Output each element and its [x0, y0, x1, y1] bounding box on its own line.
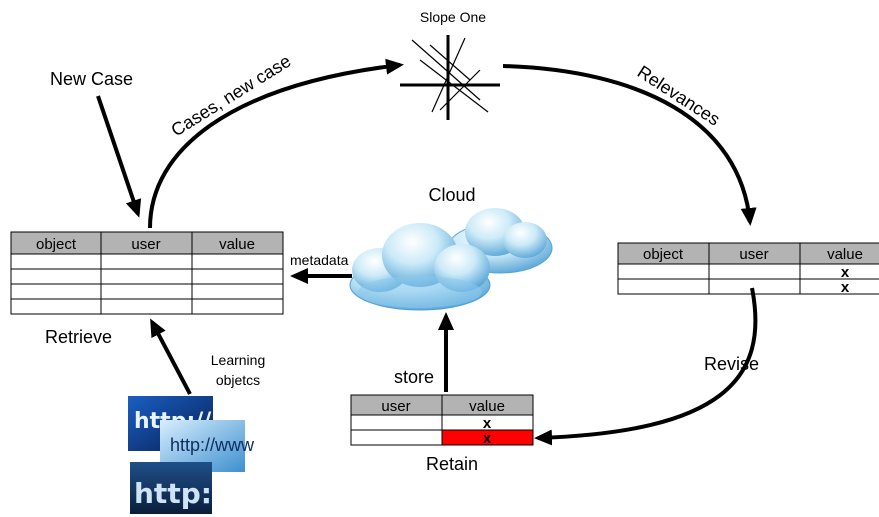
- http-thumbnail-2-text: http://www: [170, 435, 255, 455]
- table-row: [10, 268, 284, 285]
- cases-new-case-label: Cases, new case: [168, 51, 295, 141]
- new-case-arrow: [96, 95, 142, 218]
- revise-header-value: value: [827, 246, 863, 263]
- retrieve-label: Retrieve: [45, 327, 112, 347]
- retrieve-table: object user value: [10, 231, 284, 315]
- revise-cell-mark: x: [841, 279, 850, 296]
- retain-cell-mark: x: [483, 430, 492, 447]
- table-row: x: [350, 429, 534, 447]
- retrieve-header-user: user: [131, 236, 160, 253]
- retrieve-header-object: object: [36, 236, 77, 253]
- relevances-arrow: [502, 64, 757, 226]
- table-row: x: [617, 263, 879, 281]
- cases-arrow: [148, 58, 404, 229]
- table-row: [10, 283, 284, 300]
- learning-label-line1: Learning: [211, 352, 266, 368]
- table-row: [10, 298, 284, 315]
- table-row: x: [350, 414, 534, 432]
- revise-table: object user value x x: [617, 242, 879, 296]
- table-row: [10, 253, 284, 270]
- new-case-label: New Case: [50, 69, 133, 89]
- slope-one-label: Slope One: [420, 9, 486, 25]
- cloud-icon: [349, 208, 553, 311]
- retrieve-header-value: value: [219, 236, 255, 253]
- revise-arrow: [534, 287, 758, 446]
- table-row: x: [617, 278, 879, 296]
- cloud-label: Cloud: [428, 185, 475, 205]
- retain-highlight-cell: [441, 429, 534, 446]
- retain-header-value: value: [469, 398, 505, 415]
- retain-header-user: user: [381, 398, 410, 415]
- revise-header-user: user: [739, 246, 768, 263]
- revise-cell-mark: x: [841, 264, 850, 281]
- revise-header-object: object: [643, 246, 684, 263]
- revise-label: Revise: [704, 354, 759, 374]
- learning-objects-arrow: [150, 318, 192, 395]
- learning-label-line2: objetcs: [216, 372, 260, 388]
- retain-cell-mark: x: [483, 415, 492, 432]
- retain-label: Retain: [426, 454, 478, 474]
- http-thumbnail-3-text: http:: [134, 477, 212, 510]
- store-label: store: [394, 367, 434, 387]
- metadata-label: metadata: [290, 252, 349, 268]
- slope-one-icon: [400, 35, 500, 120]
- http-thumbnails: http:// http://www http:: [128, 396, 255, 514]
- retain-table: user value x x: [350, 394, 534, 447]
